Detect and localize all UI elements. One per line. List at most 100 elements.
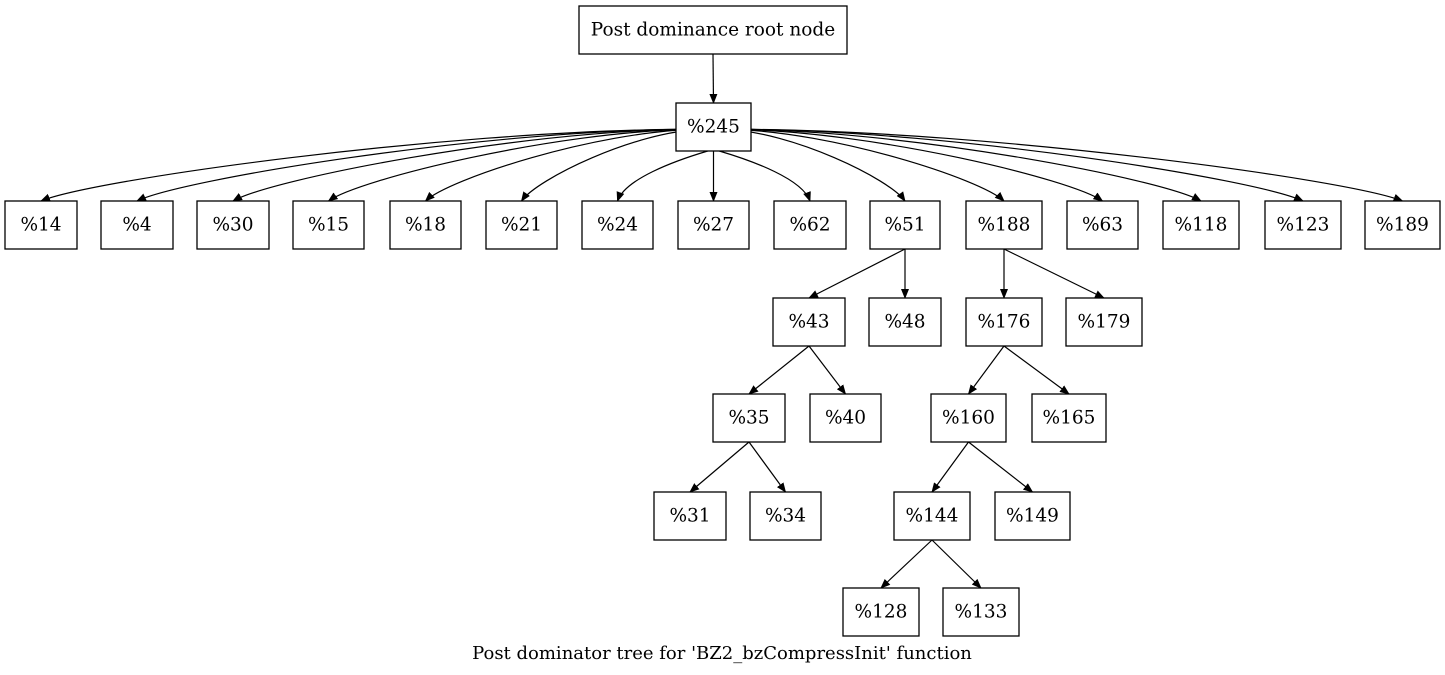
node-box <box>749 491 822 541</box>
node-21: %21 <box>485 200 558 250</box>
edge-245-to-14 <box>40 128 677 202</box>
node-189: %189 <box>1364 200 1441 250</box>
node-box <box>389 200 462 250</box>
node-label: %40 <box>825 408 866 429</box>
node-160: %160 <box>930 393 1007 443</box>
edge-245-to-15 <box>327 128 691 202</box>
node-box <box>1031 393 1107 443</box>
node-63: %63 <box>1066 200 1139 250</box>
node-box <box>581 200 654 250</box>
node-31: %31 <box>653 491 727 541</box>
node-box <box>893 491 971 541</box>
node-label: %245 <box>687 117 740 138</box>
node-label: %15 <box>308 215 349 236</box>
node-label: Post dominance root node <box>591 20 835 41</box>
edge-35-to-31 <box>689 441 750 493</box>
edge-245-to-18 <box>424 128 697 202</box>
diagram-caption: Post dominator tree for 'BZ2_bzCompressI… <box>472 643 972 664</box>
edge-245-to-21 <box>520 128 702 202</box>
edge-43-to-40 <box>808 345 847 395</box>
node-box <box>930 393 1007 443</box>
edge-245-to-63 <box>736 128 1104 202</box>
node-14: %14 <box>4 200 78 250</box>
node-133: %133 <box>942 587 1020 637</box>
node-label: %35 <box>728 408 769 429</box>
node-188: %188 <box>965 200 1043 250</box>
node-label: %24 <box>597 215 638 236</box>
node-245: %245 <box>675 102 752 152</box>
node-51: %51 <box>869 200 941 250</box>
node-box <box>773 200 847 250</box>
node-box <box>4 200 78 250</box>
edge-51-to-43 <box>808 248 906 299</box>
node-34: %34 <box>749 491 822 541</box>
node-18: %18 <box>389 200 462 250</box>
edge-188-to-179 <box>1003 248 1105 299</box>
node-box <box>1162 200 1240 250</box>
edge-160-to-149 <box>968 441 1034 493</box>
node-label: %165 <box>1043 408 1096 429</box>
node-27: %27 <box>677 200 750 250</box>
edge-176-to-165 <box>1003 345 1070 395</box>
node-40: %40 <box>809 393 882 443</box>
node-label: %62 <box>789 215 830 236</box>
node-label: %63 <box>1082 215 1123 236</box>
node-label: %31 <box>669 506 710 527</box>
node-box <box>292 200 365 250</box>
node-box <box>942 587 1020 637</box>
node-box <box>675 102 752 152</box>
node-label: %48 <box>884 312 925 333</box>
node-15: %15 <box>292 200 365 250</box>
node-box <box>869 200 941 250</box>
edge-245-to-118 <box>742 128 1202 202</box>
node-box <box>485 200 558 250</box>
edge-245-to-24 <box>616 150 708 202</box>
node-118: %118 <box>1162 200 1240 250</box>
node-label: %4 <box>122 215 151 236</box>
edge-245-to-62 <box>719 150 811 202</box>
node-box <box>677 200 750 250</box>
node-label: %18 <box>405 215 446 236</box>
edge-43-to-35 <box>748 345 810 395</box>
node-label: %14 <box>20 215 61 236</box>
node-label: %189 <box>1376 215 1429 236</box>
node-label: %21 <box>501 215 542 236</box>
node-label: %144 <box>906 506 959 527</box>
edge-144-to-133 <box>931 539 982 589</box>
node-62: %62 <box>773 200 847 250</box>
node-24: %24 <box>581 200 654 250</box>
node-35: %35 <box>712 393 786 443</box>
node-label: %27 <box>693 215 734 236</box>
node-box <box>1264 200 1342 250</box>
node-128: %128 <box>842 587 920 637</box>
node-box <box>965 200 1043 250</box>
edge-144-to-128 <box>880 539 933 589</box>
edge-245-to-51 <box>724 128 906 202</box>
node-176: %176 <box>965 297 1043 347</box>
node-label: %34 <box>765 506 806 527</box>
node-label: %188 <box>978 215 1031 236</box>
node-box <box>1066 200 1139 250</box>
node-box <box>868 297 942 347</box>
node-label: %128 <box>855 602 908 623</box>
node-123: %123 <box>1264 200 1342 250</box>
node-4: %4 <box>100 200 174 250</box>
edge-35-to-34 <box>748 441 787 493</box>
node-root: Post dominance root node <box>578 5 848 55</box>
node-label: %51 <box>884 215 925 236</box>
node-48: %48 <box>868 297 942 347</box>
node-43: %43 <box>772 297 846 347</box>
node-box <box>772 297 846 347</box>
node-label: %30 <box>212 215 253 236</box>
node-box <box>196 200 270 250</box>
node-box <box>712 393 786 443</box>
node-box <box>578 5 848 55</box>
node-label: %160 <box>942 408 995 429</box>
edge-176-to-160 <box>967 345 1005 395</box>
edge-245-to-123 <box>748 128 1304 202</box>
edge-245-to-30 <box>232 128 685 202</box>
edge-root-to-245 <box>709 53 718 104</box>
node-label: %179 <box>1078 312 1131 333</box>
edge-160-to-144 <box>931 441 969 493</box>
